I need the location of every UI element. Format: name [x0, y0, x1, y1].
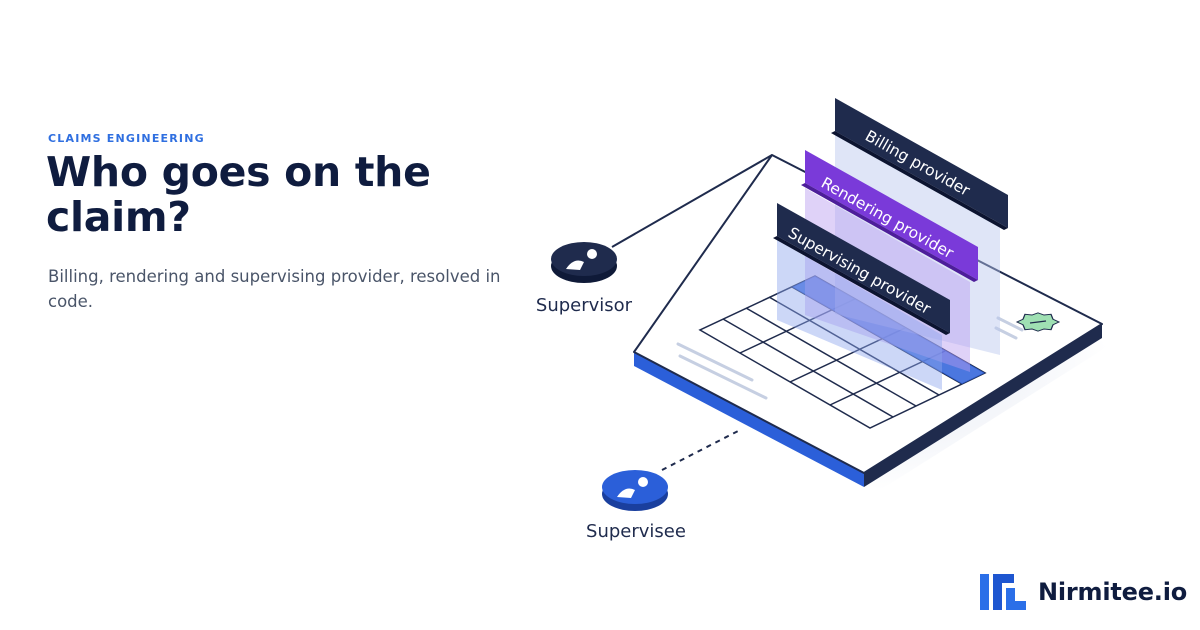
supervisee-node — [602, 470, 668, 511]
eyebrow-label: CLAIMS ENGINEERING — [48, 132, 205, 145]
page-subtitle: Billing, rendering and supervising provi… — [48, 267, 501, 311]
supervisor-label: Supervisor — [536, 295, 633, 316]
supervisee-label: Supervisee — [586, 521, 686, 542]
nirmitee-logo-icon — [980, 574, 1026, 610]
supervising-pane — [777, 240, 942, 390]
connector-supervisor — [611, 154, 773, 248]
sheet-text-lines — [676, 316, 1024, 400]
page-title: Who goes on the claim? — [46, 148, 431, 241]
person-icon — [566, 249, 597, 270]
table-header-highlight — [792, 276, 985, 384]
brand-name: Nirmitee.io — [1038, 578, 1188, 606]
person-icon — [617, 477, 648, 498]
brand-logo[interactable]: Nirmitee.io — [980, 574, 1187, 610]
connector-supervisee — [661, 429, 741, 471]
supervisor-node — [551, 242, 617, 283]
seal-icon — [1015, 312, 1061, 332]
